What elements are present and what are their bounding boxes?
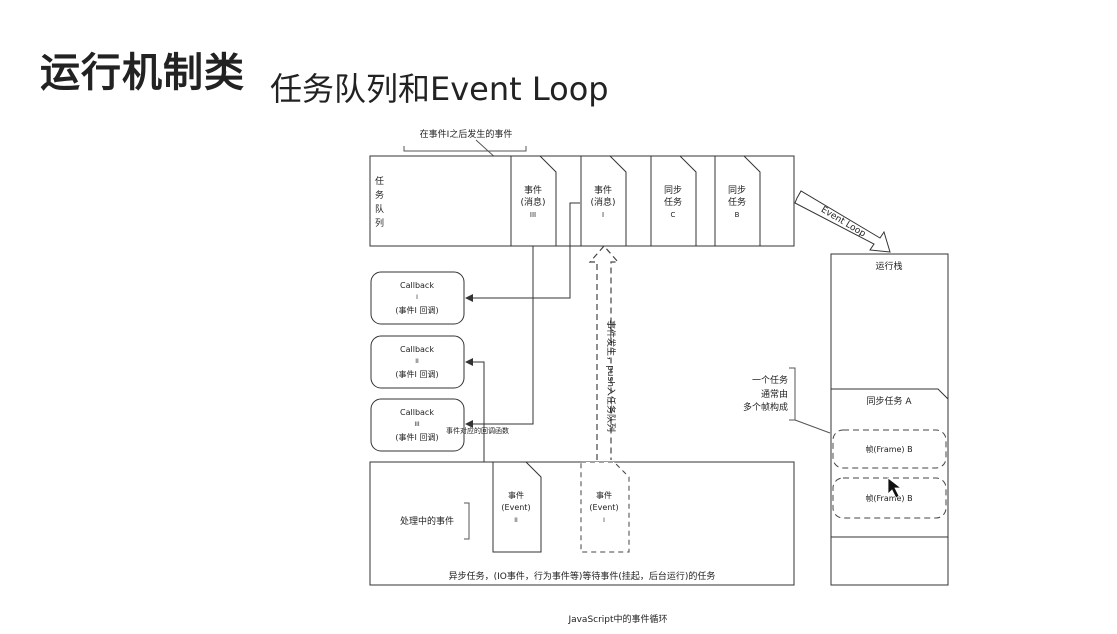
callback-text: Callback <box>400 281 434 290</box>
queue-item-text: III <box>530 211 536 219</box>
event-ii-shape <box>492 461 542 553</box>
callback-iii <box>370 398 465 452</box>
top-bracket <box>403 146 527 152</box>
event-loop-label: Event Loop <box>819 205 867 240</box>
sync-task-a-label: 同步任务 A <box>866 395 912 407</box>
callback-text: (事件I 回调) <box>395 305 438 315</box>
event-text: II <box>514 517 518 524</box>
callback-text: Callback <box>400 408 434 417</box>
processing-label: 处理中的事件 <box>400 515 454 527</box>
top-bracket-label: 在事件I之后发生的事件 <box>420 128 513 140</box>
callback-text: II <box>415 358 419 365</box>
page-title: 运行机制类 <box>40 50 245 96</box>
callback-text: (事件I 回调) <box>395 432 438 442</box>
queue-item-text: (消息) <box>520 196 545 208</box>
event-i-shape <box>580 461 630 553</box>
mouse-cursor-icon <box>887 477 903 499</box>
frame-label: 帧(Frame) B <box>865 493 912 503</box>
callback-text: I <box>416 294 418 301</box>
event-text: 事件 <box>596 490 612 500</box>
page-subtitle: 任务队列和Event Loop <box>270 70 609 108</box>
queue-item-text: 事件 <box>594 184 612 196</box>
frame-b-2 <box>832 477 947 519</box>
task-queue-char: 任 <box>375 175 384 187</box>
task-note-pointer <box>794 419 831 434</box>
diagram-caption: JavaScript中的事件循环 <box>567 613 667 625</box>
event-loop-arrow: Event Loop <box>794 190 891 253</box>
queue-item-text: (消息) <box>590 196 615 208</box>
queue-item-text: C <box>671 211 676 219</box>
task-queue-label: 任 务 队 列 <box>375 175 384 229</box>
queue-item-text: 任务 <box>664 196 682 208</box>
callback-ii <box>370 335 465 389</box>
task-note-line: 多个帧构成 <box>743 401 788 413</box>
event-text: (Event) <box>501 503 530 512</box>
queue-item-text: 同步 <box>728 185 746 196</box>
push-arrow: 事件发生，push入任务队列 <box>588 245 620 460</box>
queue-item-text: 事件 <box>524 184 542 196</box>
arrow-to-callback-i <box>465 246 571 302</box>
task-note-bracket <box>789 367 796 421</box>
callback-text: (事件I 回调) <box>395 369 438 379</box>
queue-item-text: I <box>602 211 604 219</box>
queue-item-text: 同步 <box>664 185 682 196</box>
processing-bracket <box>464 502 470 540</box>
queue-item-sync-b <box>714 155 761 247</box>
callback-text: Callback <box>400 345 434 354</box>
task-note-line: 通常由 <box>761 388 788 400</box>
push-arrow-label: 事件发生，push入任务队列 <box>605 320 617 432</box>
event-text: I <box>603 517 605 524</box>
callback-text: III <box>414 421 420 428</box>
callback-i <box>370 271 465 325</box>
task-note-line: 一个任务 <box>752 374 788 386</box>
task-queue-char: 列 <box>375 217 384 229</box>
event-text: 事件 <box>508 490 524 500</box>
run-stack-title: 运行栈 <box>875 260 902 272</box>
arrow-to-callback-iii <box>465 246 534 428</box>
queue-item-event-iii <box>510 155 557 247</box>
callback-note: 事件对应的回调函数 <box>446 426 509 435</box>
task-queue-char: 队 <box>375 203 384 215</box>
event-text: (Event) <box>589 503 618 512</box>
queue-item-text: B <box>735 211 740 219</box>
connector-event-i <box>569 202 580 246</box>
frame-b-1 <box>832 429 947 469</box>
queue-item-event-i <box>580 155 627 247</box>
task-queue-char: 务 <box>375 189 384 201</box>
frame-label: 帧(Frame) B <box>865 444 912 454</box>
queue-item-text: 任务 <box>728 196 746 208</box>
queue-item-sync-c <box>650 155 697 247</box>
async-caption: 异步任务，(IO事件，行为事件等)等待事件(挂起，后台运行)的任务 <box>449 570 716 582</box>
arrow-to-callback-ii <box>465 358 485 502</box>
